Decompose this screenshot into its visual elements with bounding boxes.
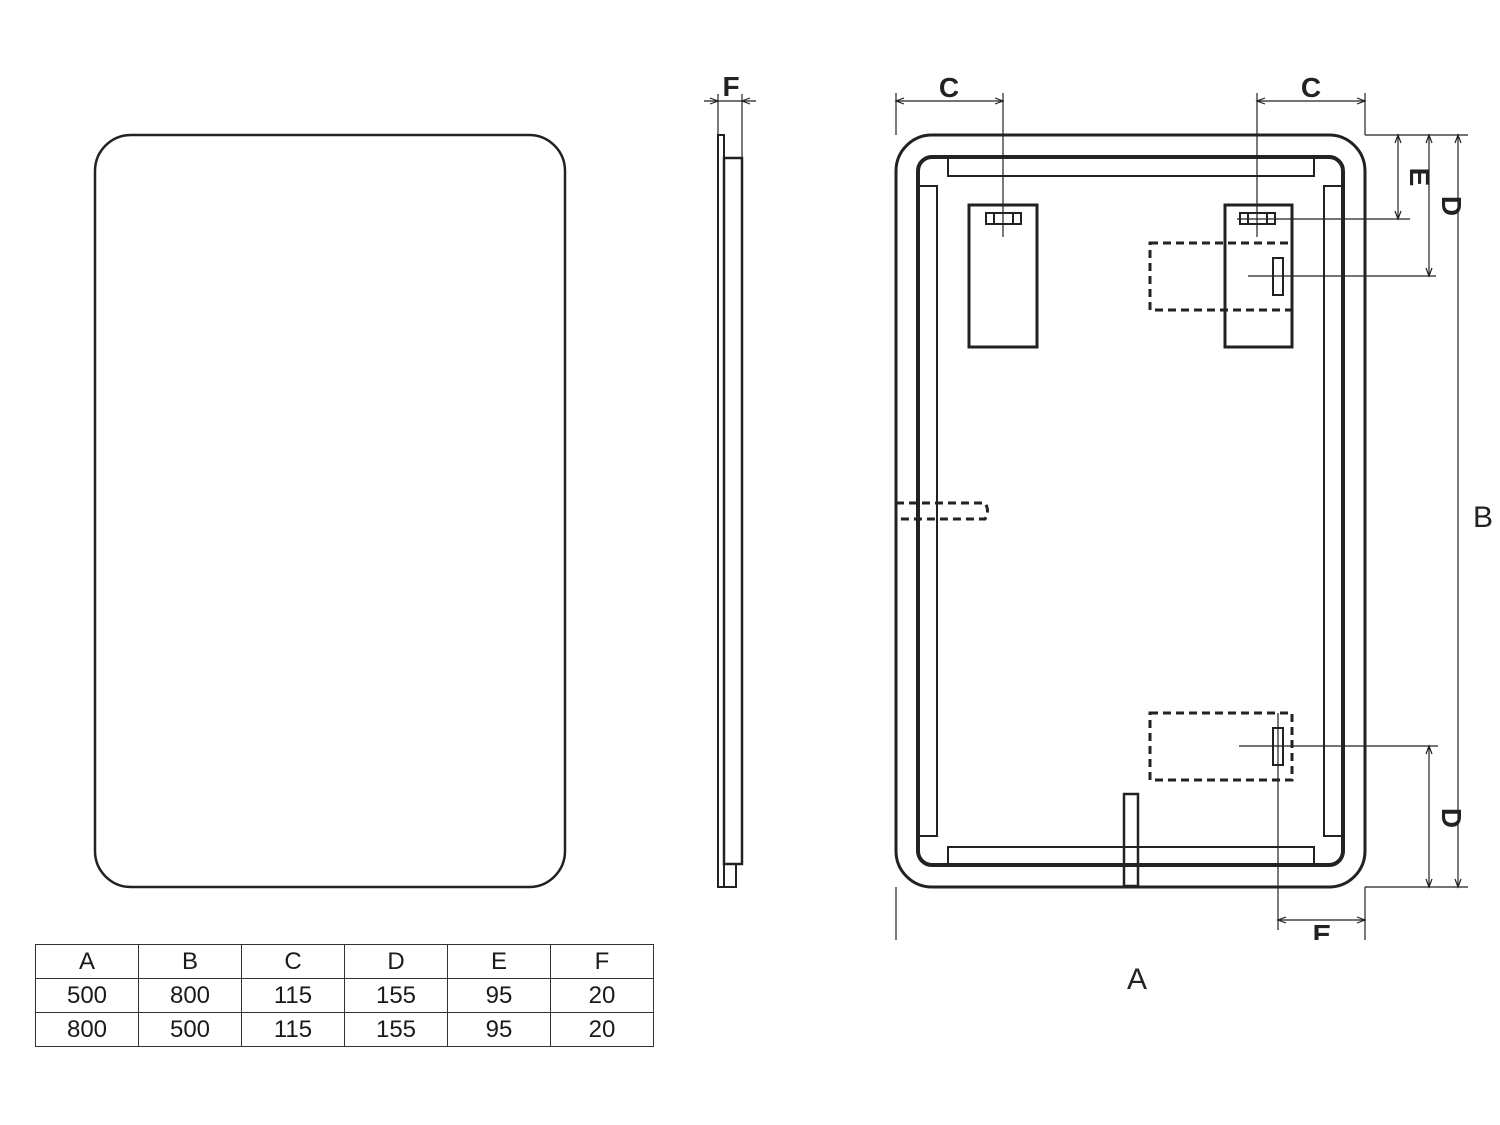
table-cell: 20 — [550, 1012, 654, 1047]
power-cable — [896, 501, 989, 521]
table-cell: 20 — [550, 978, 654, 1013]
table-cell: 155 — [344, 978, 448, 1013]
table-cell: 115 — [241, 978, 345, 1013]
dim-d-top: D — [1248, 133, 1467, 278]
header-f: F — [550, 944, 654, 979]
table-cell: 155 — [344, 1012, 448, 1047]
table-cell: 500 — [138, 1012, 242, 1047]
dim-a — [895, 887, 897, 940]
dim-b: B — [1454, 133, 1493, 889]
dim-e-bottom: E — [1276, 713, 1367, 940]
label-f: F — [722, 71, 739, 102]
table-header-row: A B C D E F — [35, 944, 654, 979]
table-cell: 95 — [447, 1012, 551, 1047]
table-row: 800 500 115 155 95 20 — [35, 1012, 654, 1047]
dim-c-right: C — [1255, 72, 1367, 237]
label-c-left: C — [939, 72, 959, 103]
table-cell: 800 — [138, 978, 242, 1013]
label-b: B — [1473, 501, 1493, 534]
dim-f: F — [704, 71, 756, 158]
technical-drawing: F C — [93, 71, 1493, 940]
table-cell: 500 — [35, 978, 139, 1013]
mirror-side-view — [717, 134, 744, 888]
header-c: C — [241, 944, 345, 979]
sensor-switch — [1122, 792, 1140, 888]
label-d-bottom: D — [1436, 808, 1467, 828]
header-e: E — [447, 944, 551, 979]
dim-e-top: E — [1237, 133, 1435, 221]
dimensions-table: A B C D E F 500 800 115 155 95 20 800 50… — [35, 944, 654, 1047]
led-strip-left — [917, 185, 938, 837]
header-a: A — [35, 944, 139, 979]
table-cell: 800 — [35, 1012, 139, 1047]
led-strip-right — [1323, 185, 1344, 837]
label-c-right: C — [1301, 72, 1321, 103]
table-cell: 95 — [447, 978, 551, 1013]
led-strip-top — [947, 156, 1315, 177]
header-b: B — [138, 944, 242, 979]
label-d-top: D — [1436, 196, 1467, 216]
label-a: A — [1126, 963, 1147, 996]
table-cell: 115 — [241, 1012, 345, 1047]
label-e-top: E — [1404, 168, 1435, 187]
label-e-bottom: E — [1313, 919, 1332, 940]
mirror-back-view — [894, 133, 1367, 889]
dim-d-bottom: D — [1239, 744, 1468, 889]
table-row: 500 800 115 155 95 20 — [35, 978, 654, 1013]
led-strip-bottom — [947, 846, 1315, 866]
dim-c-left: C — [894, 72, 1005, 237]
mirror-front-view — [93, 133, 567, 889]
header-d: D — [344, 944, 448, 979]
